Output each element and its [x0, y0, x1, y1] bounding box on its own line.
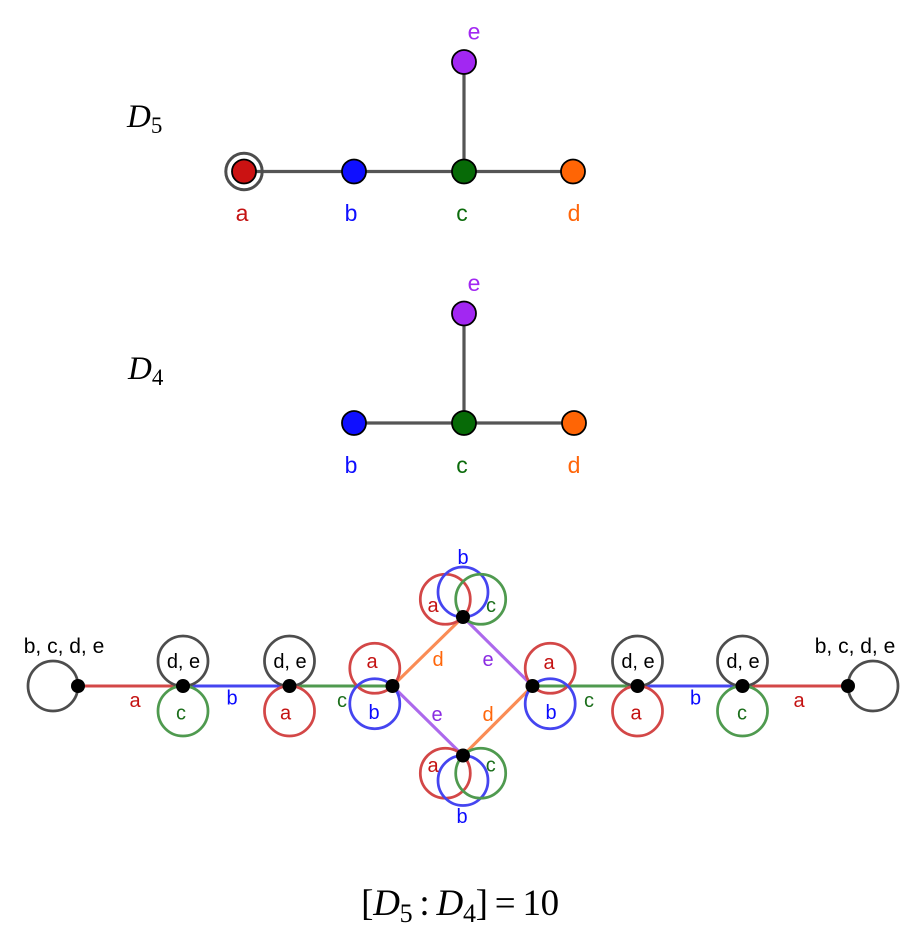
svg-text:a: a: [129, 690, 141, 712]
svg-text:c: c: [337, 690, 347, 712]
svg-text:b: b: [345, 200, 358, 226]
svg-text:a: a: [236, 200, 249, 226]
svg-text:b: b: [368, 702, 379, 724]
svg-text:a: a: [280, 703, 292, 725]
svg-text:d, e: d, e: [621, 651, 654, 673]
svg-text:e: e: [431, 704, 442, 726]
svg-text:c: c: [486, 595, 496, 617]
svg-text:a: a: [427, 595, 439, 617]
svg-text:c: c: [737, 703, 747, 725]
svg-text:[D5 : D4] = 10: [D5 : D4] = 10: [361, 883, 559, 928]
svg-text:e: e: [468, 19, 481, 45]
svg-text:c: c: [486, 755, 496, 777]
svg-text:d: d: [482, 704, 493, 726]
svg-text:b, c, d, e: b, c, d, e: [815, 635, 896, 658]
svg-text:d: d: [568, 200, 581, 226]
svg-text:a: a: [427, 755, 439, 777]
svg-text:a: a: [793, 690, 805, 712]
svg-text:c: c: [584, 690, 594, 712]
svg-text:b: b: [545, 702, 556, 724]
svg-text:d, e: d, e: [167, 651, 200, 673]
svg-text:b: b: [456, 806, 467, 828]
svg-text:d, e: d, e: [726, 651, 759, 673]
svg-text:b: b: [457, 547, 468, 569]
svg-text:a: a: [366, 651, 378, 673]
svg-text:b: b: [226, 688, 237, 710]
svg-text:a: a: [630, 703, 642, 725]
svg-text:d: d: [568, 452, 581, 478]
svg-text:d, e: d, e: [273, 651, 306, 673]
svg-text:e: e: [482, 649, 493, 671]
svg-text:c: c: [176, 703, 186, 725]
svg-text:b, c, d, e: b, c, d, e: [24, 635, 105, 658]
svg-text:b: b: [345, 452, 358, 478]
svg-text:c: c: [456, 200, 468, 226]
svg-text:a: a: [543, 652, 555, 674]
svg-text:e: e: [468, 270, 481, 296]
svg-text:c: c: [456, 452, 468, 478]
svg-text:d: d: [432, 649, 443, 671]
svg-text:b: b: [690, 688, 701, 710]
